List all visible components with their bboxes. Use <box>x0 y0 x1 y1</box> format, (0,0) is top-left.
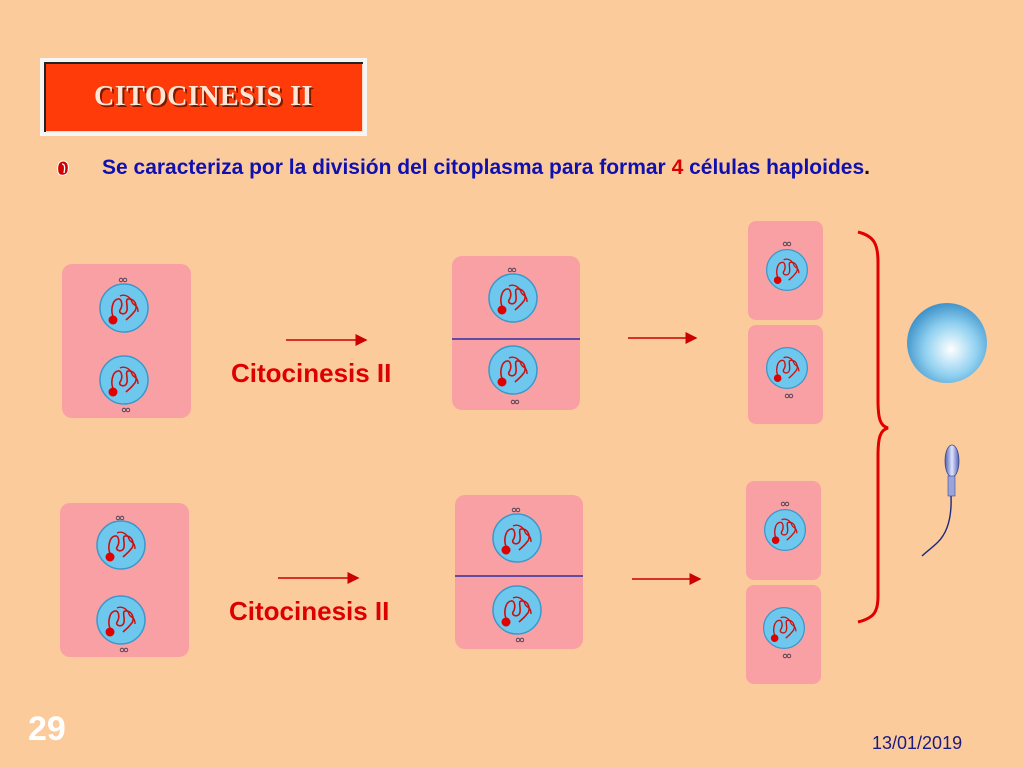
title-box: CITOCINESIS II <box>40 58 367 136</box>
egg-cell-icon <box>907 303 987 383</box>
cell-dividing-bottom <box>455 495 583 649</box>
slide-title: CITOCINESIS II <box>94 81 313 112</box>
daughter-cell-3 <box>746 481 821 580</box>
haploid-count: 4 <box>671 156 684 179</box>
bullet-icon <box>57 160 69 176</box>
daughter-cell-2 <box>748 325 823 424</box>
daughter-cell-1 <box>748 221 823 320</box>
daughter-cell-4 <box>746 585 821 684</box>
sperm-cell-icon <box>921 444 960 557</box>
cytokinesis-label-bottom: Citocinesis II <box>229 596 390 626</box>
slide-date: 13/01/2019 <box>872 733 963 753</box>
curly-brace-icon <box>857 230 889 624</box>
cytokinesis-label-top: Citocinesis II <box>231 358 392 388</box>
cell-telophase-top <box>62 264 191 418</box>
cell-telophase-bottom <box>60 503 189 657</box>
cell-dividing-top <box>452 256 580 410</box>
slide-number: 29 <box>28 710 66 748</box>
title-banner: CITOCINESIS II <box>44 62 363 132</box>
slide-description: Se caracteriza por la división del citop… <box>102 156 870 179</box>
